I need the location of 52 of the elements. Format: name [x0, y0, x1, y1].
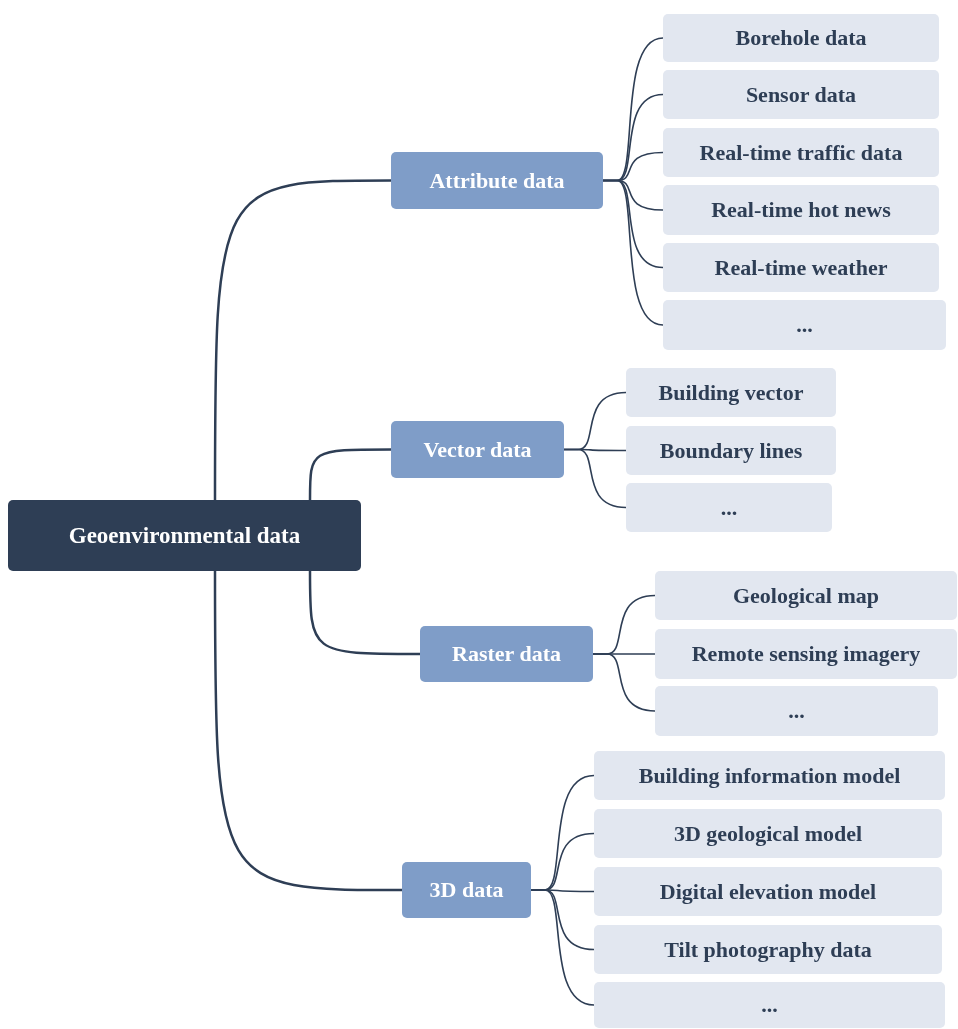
- node-label: Real-time hot news: [711, 197, 891, 223]
- connector-line: [602, 179, 664, 326]
- item-box: [663, 128, 939, 177]
- item-box: [594, 925, 942, 974]
- node-label: 3D data: [429, 877, 504, 903]
- category-box: [391, 421, 564, 478]
- node-label: Real-time traffic data: [699, 139, 903, 166]
- node-label: Vector data: [423, 436, 532, 463]
- node-label: Attribute data: [429, 167, 565, 194]
- node-label: Building vector: [658, 379, 804, 406]
- node-label: Boundary lines: [659, 437, 803, 464]
- node-label: ...: [761, 992, 778, 1018]
- connector-line: [563, 448, 627, 509]
- connector-line: [592, 653, 656, 712]
- node-label: Remote sensing imagery: [691, 641, 921, 667]
- connector-line: [308, 448, 391, 500]
- node-label: Building information model: [638, 762, 901, 789]
- item-box: [663, 70, 939, 119]
- item-box: [655, 686, 938, 736]
- item-box: [594, 867, 942, 916]
- node-label: Tilt photography data: [664, 936, 872, 963]
- node-label: Real-time weather: [714, 254, 888, 281]
- node-label: ...: [788, 698, 805, 724]
- item-box: [626, 483, 832, 532]
- category-box: [391, 152, 603, 209]
- node-label: Sensor data: [745, 81, 857, 108]
- node-label: 3D geological model: [673, 820, 863, 847]
- node-label: ...: [796, 312, 813, 338]
- item-box: [626, 426, 836, 475]
- node-label: Digital elevation model: [659, 878, 877, 905]
- node-label: Geoenvironmental data: [68, 522, 301, 549]
- node-label: ...: [720, 494, 738, 521]
- connector-line: [530, 889, 595, 1006]
- category-box: [402, 862, 531, 918]
- connector-line: [213, 179, 391, 500]
- item-box: [663, 185, 939, 235]
- item-box: [655, 629, 957, 679]
- item-box: [594, 809, 942, 858]
- item-box: [594, 751, 945, 800]
- item-box: [594, 982, 945, 1028]
- root-box: [8, 500, 361, 571]
- item-box: [626, 368, 836, 417]
- connector-line: [213, 571, 402, 892]
- item-box: [663, 300, 946, 350]
- item-box: [655, 571, 957, 620]
- item-box: [663, 243, 939, 292]
- item-box: [663, 14, 939, 62]
- node-label: Raster data: [452, 641, 561, 667]
- node-label: Geological map: [732, 582, 879, 609]
- node-label: Borehole data: [735, 25, 867, 51]
- connector-line: [308, 571, 420, 656]
- category-box: [420, 626, 593, 682]
